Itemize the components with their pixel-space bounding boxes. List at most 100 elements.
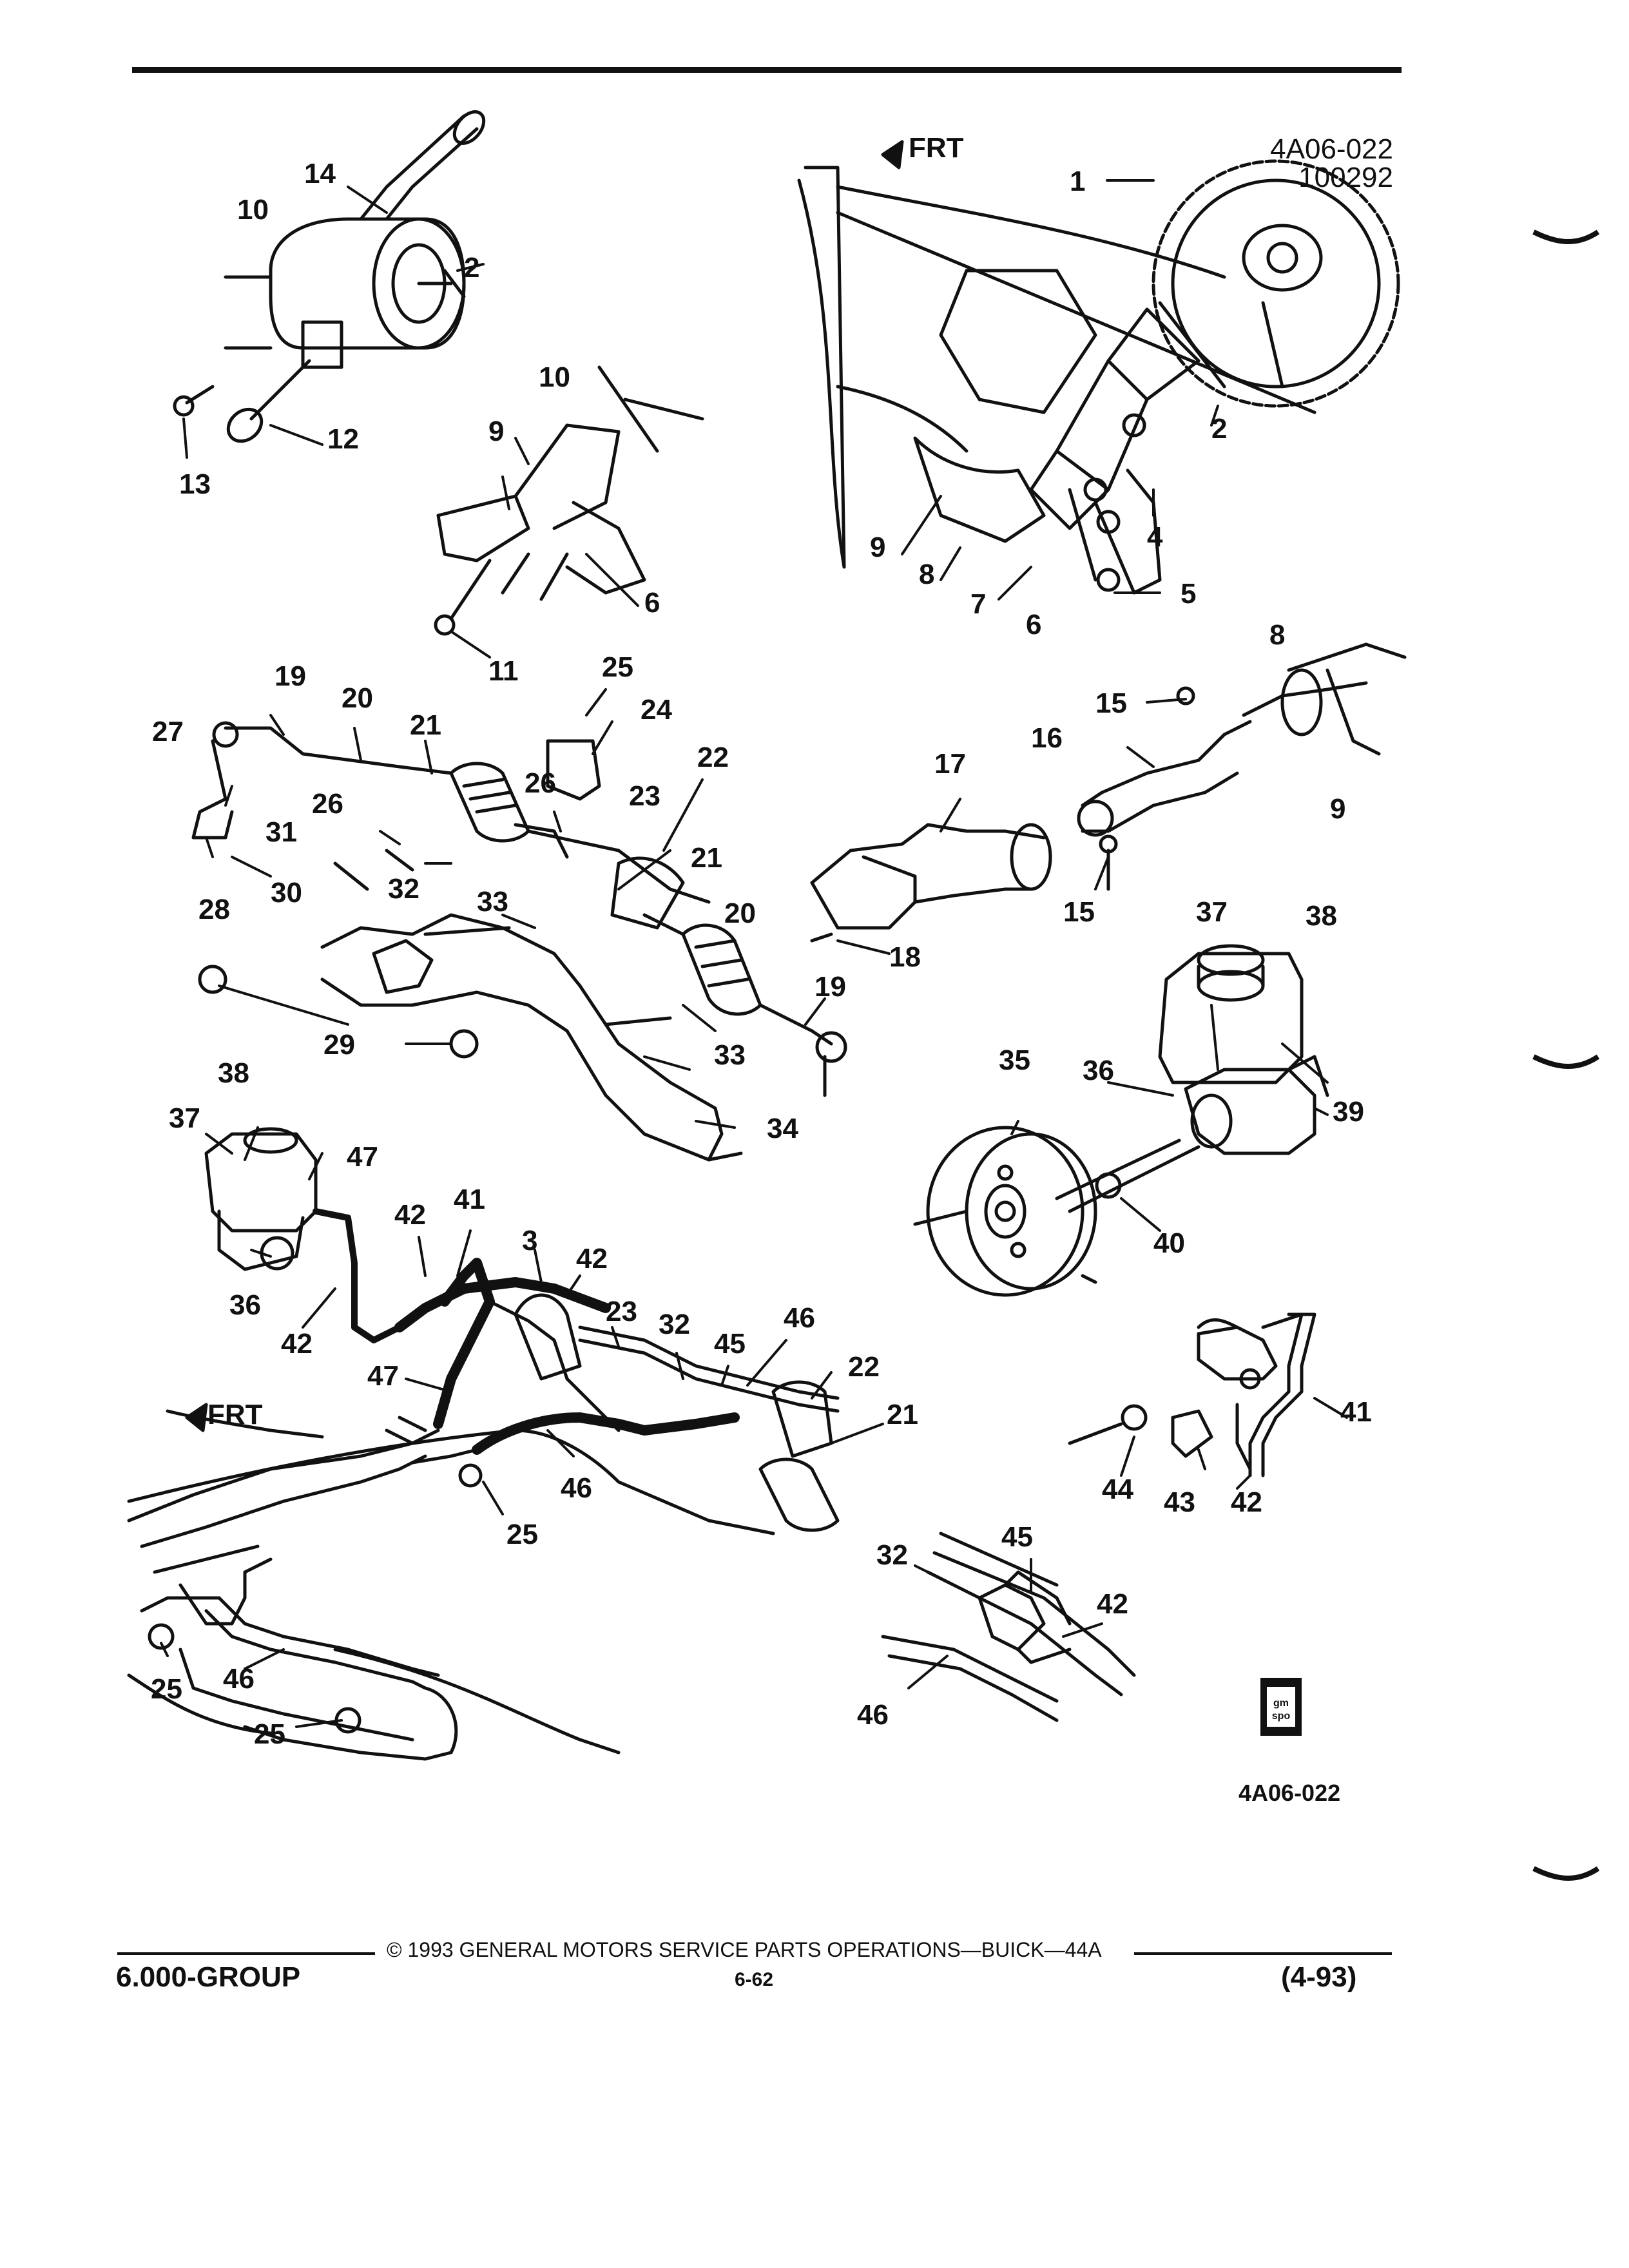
intermediate-shaft-detail <box>810 642 1407 943</box>
power-steering-pump-detail <box>913 944 1329 1297</box>
callout-6: 6 <box>1026 609 1041 640</box>
callout-12: 12 <box>327 423 359 455</box>
callout-4: 4 <box>1147 521 1163 553</box>
callout-25: 25 <box>506 1519 538 1550</box>
callout-23: 23 <box>629 780 660 812</box>
svg-text:gm: gm <box>1273 1698 1289 1709</box>
callout-28: 28 <box>198 894 230 925</box>
hose-bracket-detail <box>1068 1312 1316 1477</box>
callout-14: 14 <box>304 158 336 189</box>
callout-24: 24 <box>641 694 672 726</box>
callout-43: 43 <box>1164 1486 1195 1518</box>
top-rule <box>132 67 1402 73</box>
hose-routing-detail <box>127 1127 840 1761</box>
front-label-top: FRT <box>909 132 964 164</box>
callout-25: 25 <box>254 1718 285 1750</box>
callout-44: 44 <box>1102 1474 1133 1505</box>
svg-text:spo: spo <box>1272 1711 1291 1722</box>
callout-2: 2 <box>464 252 479 284</box>
callout-26: 26 <box>312 788 343 820</box>
callout-42: 42 <box>1097 1588 1128 1620</box>
callout-18: 18 <box>889 941 921 973</box>
callout-3: 3 <box>522 1225 537 1256</box>
callout-46: 46 <box>223 1663 255 1695</box>
gm-spo-logo: gm spo <box>1260 1678 1302 1736</box>
callout-7: 7 <box>970 588 986 620</box>
footer-page-number: 6-62 <box>735 1969 774 1990</box>
callout-33: 33 <box>477 886 508 918</box>
callout-39: 39 <box>1333 1096 1364 1128</box>
callout-42: 42 <box>576 1243 608 1274</box>
front-arrow-top <box>881 140 904 169</box>
callout-38: 38 <box>1306 900 1337 932</box>
callout-21: 21 <box>410 709 441 741</box>
callout-8: 8 <box>919 559 934 590</box>
callout-46: 46 <box>784 1302 815 1334</box>
callout-41: 41 <box>1340 1396 1372 1428</box>
page-footer: © 1993 GENERAL MOTORS SERVICE PARTS OPER… <box>0 1933 1629 2023</box>
hose-clip-detail <box>881 1532 1136 1722</box>
callout-9: 9 <box>870 532 885 563</box>
footer-copyright: © 1993 GENERAL MOTORS SERVICE PARTS OPER… <box>387 1938 1102 1961</box>
callout-11: 11 <box>488 655 519 687</box>
callout-6: 6 <box>644 587 660 619</box>
callout-10: 10 <box>539 361 570 393</box>
callout-25: 25 <box>151 1673 182 1705</box>
callout-33: 33 <box>714 1039 746 1071</box>
callout-1: 1 <box>1070 166 1085 197</box>
callout-labels: 1 2 2 4 5 6 6 7 8 8 9 9 9 10 10 11 12 13… <box>151 132 1372 1750</box>
binder-mark-1 <box>1532 229 1600 244</box>
callout-46: 46 <box>561 1472 592 1504</box>
callout-8: 8 <box>1269 619 1285 651</box>
steering-gear-assembly-detail <box>191 721 847 1162</box>
column-support-bracket-detail <box>434 365 704 636</box>
callout-16: 16 <box>1031 722 1063 754</box>
callout-5: 5 <box>1181 578 1196 610</box>
callout-17: 17 <box>934 748 966 780</box>
callout-42: 42 <box>281 1328 313 1360</box>
callout-36: 36 <box>1083 1055 1114 1086</box>
callout-21: 21 <box>887 1399 918 1430</box>
callout-31: 31 <box>265 816 297 848</box>
callout-26: 26 <box>525 767 556 799</box>
callout-30: 30 <box>271 877 302 908</box>
callout-32: 32 <box>876 1539 908 1571</box>
callout-38: 38 <box>218 1057 249 1089</box>
leader-lines <box>160 179 1348 1728</box>
callout-19: 19 <box>275 660 306 692</box>
footer-date: (4-93) <box>1281 1961 1357 1993</box>
callout-20: 20 <box>724 898 756 929</box>
callout-15: 15 <box>1095 687 1127 719</box>
callout-46: 46 <box>857 1699 889 1731</box>
callout-47: 47 <box>367 1360 399 1392</box>
callout-36: 36 <box>229 1289 261 1321</box>
callout-22: 22 <box>697 742 729 773</box>
callout-42: 42 <box>394 1199 426 1231</box>
illustration-code-number: 4A06-022 <box>1270 133 1393 165</box>
callout-21: 21 <box>691 842 722 874</box>
callout-40: 40 <box>1153 1227 1185 1259</box>
callout-32: 32 <box>388 873 419 905</box>
callout-35: 35 <box>999 1044 1030 1076</box>
callout-37: 37 <box>169 1102 200 1134</box>
front-label-bottom: FRT <box>207 1399 263 1430</box>
callout-23: 23 <box>606 1296 637 1327</box>
callout-47: 47 <box>347 1141 378 1173</box>
callout-41: 41 <box>454 1184 485 1215</box>
callout-20: 20 <box>342 682 373 714</box>
callout-27: 27 <box>152 716 184 747</box>
footer-rule-right <box>1134 1952 1392 1955</box>
callout-45: 45 <box>1001 1521 1033 1553</box>
callout-37: 37 <box>1196 896 1228 928</box>
callout-13: 13 <box>179 468 211 500</box>
front-arrow-bottom <box>185 1403 208 1432</box>
callout-9: 9 <box>488 416 504 447</box>
callout-32: 32 <box>659 1309 690 1340</box>
steering-wheel-installation-detail <box>797 159 1400 595</box>
callout-34: 34 <box>767 1113 798 1144</box>
steering-column-detail <box>173 110 486 443</box>
binder-mark-2 <box>1532 1054 1600 1069</box>
callout-19: 19 <box>815 971 846 1003</box>
callout-9: 9 <box>1330 793 1345 825</box>
